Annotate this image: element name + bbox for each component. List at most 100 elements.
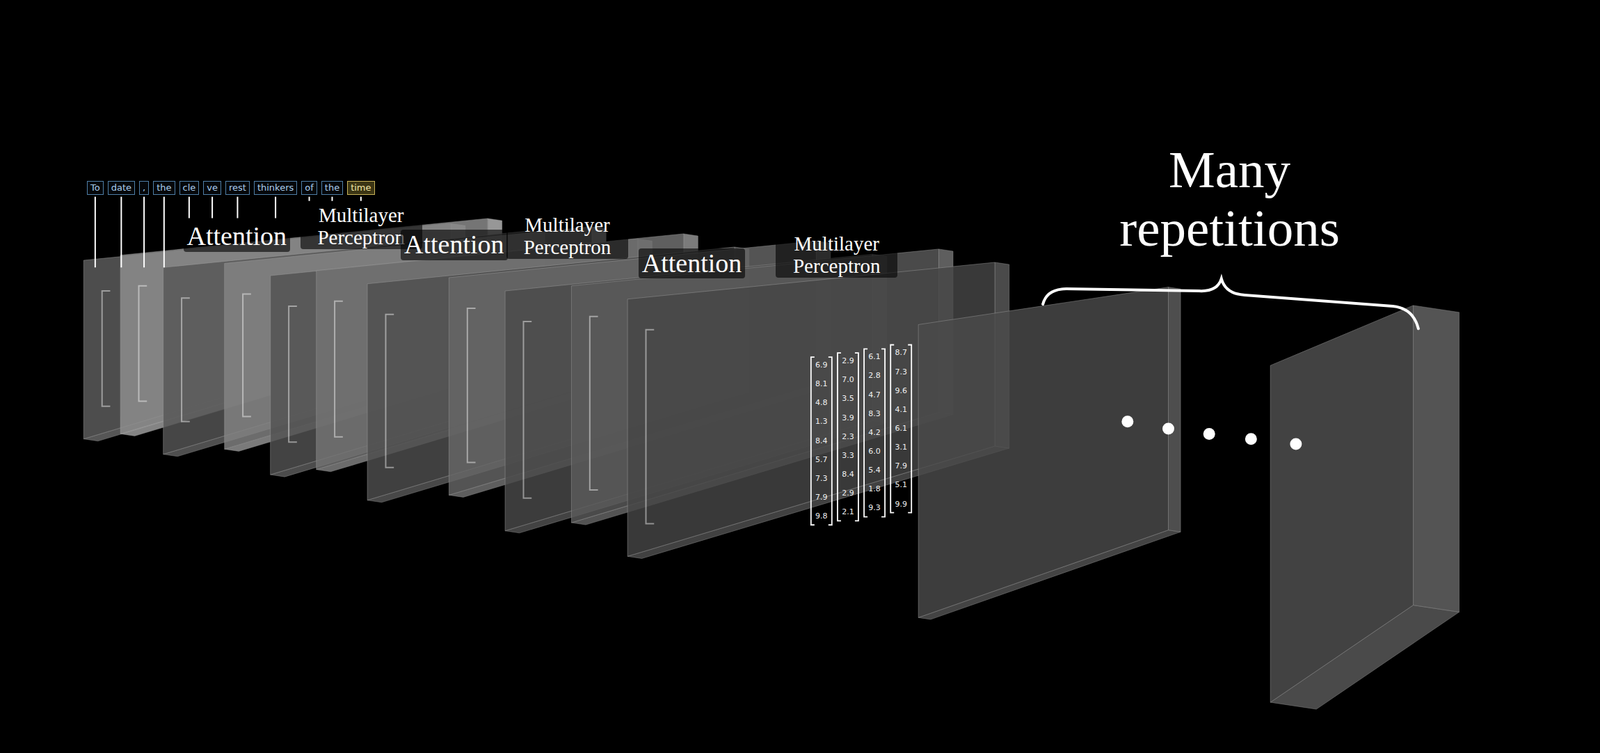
vector-bracket bbox=[811, 356, 815, 525]
vector-entry: 7.9 bbox=[815, 493, 828, 502]
vector-bracket bbox=[890, 344, 894, 512]
vector-bracket bbox=[881, 348, 885, 517]
vector-entry: 4.2 bbox=[868, 428, 881, 437]
vector-entry: 9.3 bbox=[868, 503, 881, 512]
vector-entry: 9.8 bbox=[815, 512, 828, 521]
vector-entry: 4.7 bbox=[868, 390, 881, 400]
token-label: thinkers bbox=[253, 180, 298, 195]
layer-slab bbox=[918, 287, 1181, 620]
token-stem bbox=[188, 196, 190, 219]
token-stem bbox=[143, 196, 145, 268]
vector-bracket bbox=[138, 285, 147, 402]
vector-entry: 3.5 bbox=[841, 394, 855, 403]
vector-entry: 2.1 bbox=[841, 507, 855, 517]
vector-entry: 6.1 bbox=[894, 424, 908, 433]
vector-entry: 5.1 bbox=[894, 480, 908, 490]
token-label: date bbox=[107, 180, 135, 195]
vector-bracket bbox=[907, 344, 912, 512]
layer-label: Attention bbox=[638, 248, 746, 279]
vector-entry: 7.0 bbox=[841, 375, 855, 384]
token-label: rest bbox=[225, 180, 250, 195]
vector-entry: 8.1 bbox=[815, 379, 828, 389]
vector-bracket bbox=[242, 293, 252, 416]
token-label: , bbox=[139, 180, 149, 195]
vector-entry: 5.4 bbox=[868, 466, 881, 475]
vector-column bbox=[811, 356, 832, 525]
vector-column bbox=[890, 344, 912, 512]
vector-entry: 2.9 bbox=[841, 489, 855, 498]
vector-entry: 8.7 bbox=[894, 348, 908, 357]
ellipsis-dot bbox=[1162, 422, 1175, 435]
token-stem bbox=[360, 196, 362, 202]
vector-entry: 6.0 bbox=[868, 447, 881, 456]
layer-label: Attention bbox=[183, 221, 291, 252]
slab-face bbox=[918, 287, 1168, 618]
token-label: ve bbox=[203, 180, 222, 195]
vector-entry: 4.1 bbox=[894, 405, 908, 414]
vector-entry: 7.3 bbox=[894, 368, 908, 377]
ellipsis-dot bbox=[1121, 415, 1134, 428]
slab-side bbox=[1168, 287, 1182, 533]
layer-slab bbox=[1270, 305, 1459, 709]
vector-bracket bbox=[828, 356, 832, 525]
vector-bracket bbox=[646, 329, 655, 524]
ellipsis-dot bbox=[1289, 438, 1302, 451]
layer-label: Many repetitions bbox=[1076, 140, 1383, 258]
ellipsis-dot bbox=[1203, 427, 1216, 440]
vector-column bbox=[864, 348, 885, 517]
slab-side bbox=[1413, 305, 1460, 613]
token-stem bbox=[236, 196, 238, 219]
vector-bracket bbox=[523, 321, 532, 499]
vector-entry: 2.3 bbox=[841, 432, 855, 442]
vector-entry: 8.4 bbox=[841, 470, 855, 479]
vector-entry: 9.9 bbox=[894, 500, 908, 509]
vector-bracket bbox=[854, 352, 859, 521]
layer-label: Multilayer Perceptron bbox=[506, 214, 629, 259]
slab-face bbox=[1270, 305, 1413, 702]
token-label: time bbox=[347, 180, 375, 195]
curly-brace bbox=[1042, 278, 1419, 329]
token-stem bbox=[274, 196, 277, 219]
token-label: the bbox=[153, 180, 175, 195]
token-stem bbox=[120, 196, 122, 268]
vector-columns bbox=[811, 344, 912, 525]
layer-label: Multilayer Perceptron bbox=[775, 233, 898, 278]
vector-entry: 5.7 bbox=[815, 455, 828, 464]
vector-entry: 9.6 bbox=[894, 386, 908, 396]
token-label: the bbox=[321, 180, 343, 195]
vector-bracket bbox=[181, 297, 190, 421]
vector-entry: 2.9 bbox=[841, 356, 855, 366]
token-label: To bbox=[86, 180, 104, 195]
token-label: of bbox=[301, 180, 318, 195]
vector-entry: 8.4 bbox=[815, 436, 828, 446]
vector-entry: 6.1 bbox=[868, 352, 881, 362]
vector-bracket bbox=[102, 290, 111, 407]
vector-bracket bbox=[288, 306, 298, 442]
vector-bracket bbox=[334, 301, 343, 437]
ellipsis-dot bbox=[1245, 432, 1258, 445]
ellipsis-dots bbox=[1121, 415, 1302, 450]
vector-entry: 2.8 bbox=[868, 371, 881, 380]
vector-entry: 3.1 bbox=[894, 443, 908, 452]
vector-bracket bbox=[837, 352, 842, 521]
token-stem bbox=[94, 196, 96, 268]
vector-entry: 3.3 bbox=[841, 451, 855, 460]
token-stem bbox=[163, 196, 165, 268]
token-label: cle bbox=[179, 180, 200, 195]
vector-entry: 7.3 bbox=[815, 474, 828, 483]
vector-entry: 1.8 bbox=[868, 484, 881, 494]
vector-bracket bbox=[467, 308, 476, 462]
token-stem bbox=[308, 196, 311, 202]
vector-entry: 1.3 bbox=[815, 417, 828, 426]
vector-entry: 3.9 bbox=[841, 413, 855, 423]
vector-bracket bbox=[385, 314, 394, 468]
vector-entry: 7.9 bbox=[894, 461, 908, 471]
vector-entry: 6.9 bbox=[815, 361, 828, 370]
layer-label: Attention bbox=[400, 229, 508, 261]
vector-entry: 8.3 bbox=[868, 409, 881, 419]
layer-stack bbox=[83, 218, 1459, 709]
vector-bracket bbox=[589, 316, 599, 490]
